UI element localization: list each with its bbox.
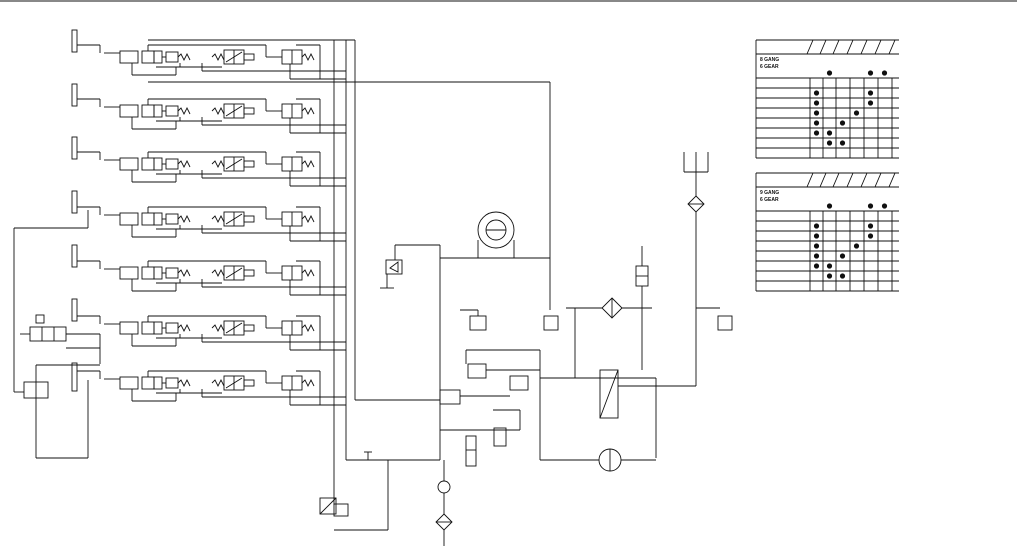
valve-row: [77, 206, 346, 242]
valve-rows: [77, 44, 346, 406]
center-components: [319, 211, 559, 546]
table-dot: [813, 233, 820, 239]
table-dot: [853, 110, 860, 116]
right-components: [540, 152, 733, 472]
table-dot: [813, 130, 820, 136]
table-header-text: 6 GEAR: [760, 197, 779, 203]
valve-row: [77, 151, 346, 187]
pressure-gauge-icon: [437, 480, 451, 494]
table-dot: [881, 70, 888, 76]
table-dot: [867, 70, 874, 76]
table-dot: [839, 253, 846, 259]
valve-row: [77, 44, 346, 80]
table-dot: [826, 130, 833, 136]
table-dot: [826, 140, 833, 146]
table-dot: [813, 243, 820, 249]
left-cylinders: [71, 29, 78, 392]
table-dot: [839, 120, 846, 126]
table-dot: [813, 253, 820, 259]
table-dot: [839, 273, 846, 279]
valve-row: [77, 370, 346, 406]
table-dot: [839, 140, 846, 146]
table-dot: [867, 100, 874, 106]
left-aux-valves: [13, 210, 101, 459]
table-dot: [813, 223, 820, 229]
table-dot: [813, 90, 820, 96]
table-dot: [826, 273, 833, 279]
table-dot: [826, 70, 833, 76]
main-manifold: [148, 39, 551, 505]
table-dot: [867, 90, 874, 96]
table-dot: [826, 203, 833, 209]
table-dot: [867, 203, 874, 209]
valve-row: [77, 260, 346, 296]
table-dot: [867, 233, 874, 239]
table-header-text: 6 GEAR: [760, 64, 779, 70]
main-pump-icon: [477, 211, 515, 249]
table-header-text: 9 GANG: [760, 190, 779, 196]
table-dot: [867, 223, 874, 229]
table-dot: [813, 120, 820, 126]
table-dot: [853, 243, 860, 249]
table-dot: [813, 100, 820, 106]
table-dot: [813, 110, 820, 116]
table-dot: [881, 203, 888, 209]
table-dot: [826, 263, 833, 269]
valve-row: [77, 98, 346, 134]
valve-row: [77, 315, 346, 351]
table-dot: [813, 263, 820, 269]
table-header-text: 8 GANG: [760, 57, 779, 63]
